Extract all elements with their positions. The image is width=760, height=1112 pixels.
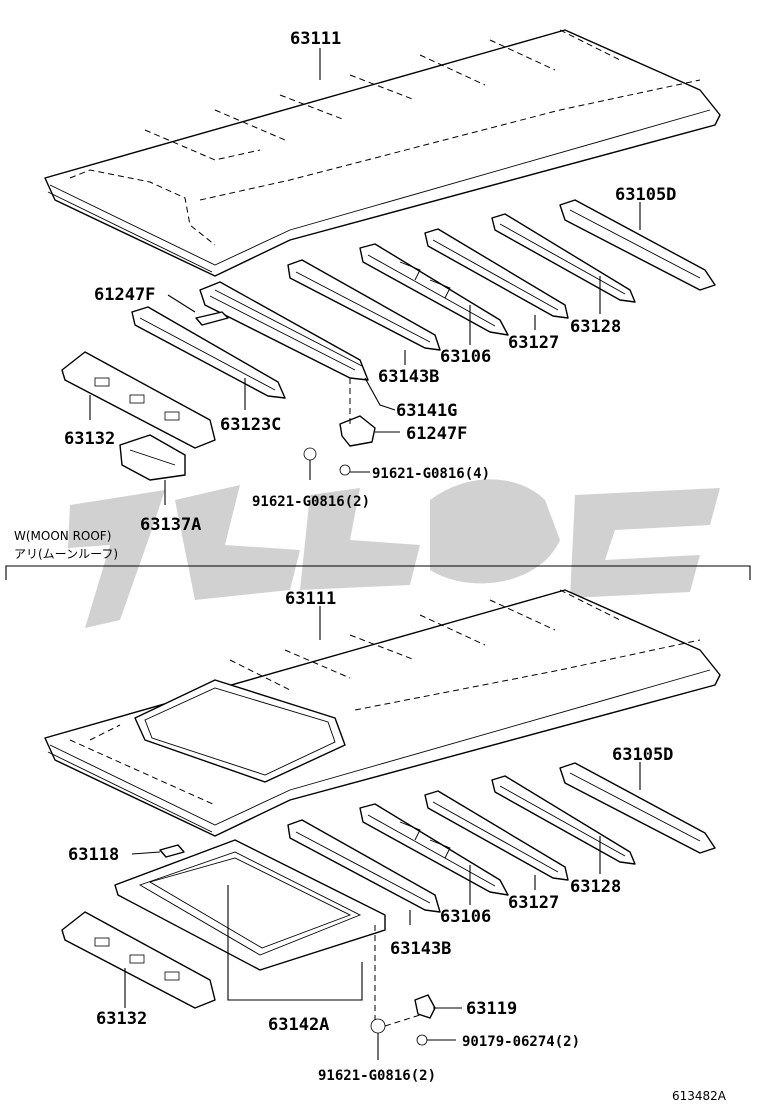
lower-bow-c	[424, 790, 569, 881]
lower-label-91621: 91621-G0816(2)	[318, 1068, 436, 1084]
upper-bolt-right	[339, 464, 351, 476]
lower-bracket	[414, 994, 436, 1019]
upper-label-61247f-top: 61247F	[94, 285, 155, 305]
upper-bow-c	[424, 228, 569, 319]
lower-label-63127: 63127	[508, 893, 559, 913]
lower-bow-a	[287, 819, 441, 913]
lower-nut	[416, 1034, 428, 1046]
upper-reinforcement	[199, 281, 369, 381]
upper-bracket-right	[339, 415, 376, 447]
section-divider	[5, 565, 751, 580]
lower-label-63132: 63132	[96, 1009, 147, 1029]
upper-label-63143b: 63143B	[378, 367, 439, 387]
lower-label-63128: 63128	[570, 877, 621, 897]
upper-label-63123c: 63123C	[220, 415, 281, 435]
lower-label-63119: 63119	[466, 999, 517, 1019]
upper-label-91621-2: 91621-G0816(2)	[252, 494, 370, 510]
upper-bolt-left	[303, 447, 317, 461]
upper-label-63141g: 63141G	[396, 401, 457, 421]
divider-note-jp: アリ(ムーンルーフ)	[14, 547, 118, 561]
divider-note-en: W(MOON ROOF)	[14, 529, 111, 543]
lower-label-63105d: 63105D	[612, 745, 673, 765]
upper-label-63137a: 63137A	[140, 515, 201, 535]
upper-label-91621-4: 91621-G0816(4)	[372, 466, 490, 482]
lower-label-63111: 63111	[285, 589, 336, 609]
upper-bracket-top	[195, 311, 229, 326]
upper-leaders	[89, 48, 641, 505]
lower-leaders	[124, 606, 641, 1060]
lower-clip	[159, 844, 185, 858]
upper-bracket-lower	[119, 434, 186, 481]
upper-roof-panel	[44, 29, 721, 277]
lower-label-63118: 63118	[68, 845, 119, 865]
upper-bow-rear	[559, 199, 716, 291]
lower-roof-panel	[44, 589, 721, 837]
upper-label-63105d: 63105D	[615, 185, 676, 205]
watermark-logo	[68, 479, 720, 628]
upper-label-63128: 63128	[570, 317, 621, 337]
diagram-id: 613482A	[672, 1089, 727, 1103]
upper-label-63127: 63127	[508, 333, 559, 353]
upper-bow-d	[491, 213, 636, 303]
upper-bow-a	[287, 259, 441, 351]
upper-label-63132: 63132	[64, 429, 115, 449]
lower-label-63142a: 63142A	[268, 1015, 329, 1035]
lower-bow-d	[491, 775, 636, 865]
upper-label-61247f-right: 61247F	[406, 424, 467, 444]
lower-bow-rear	[559, 762, 716, 854]
lower-label-63143b: 63143B	[390, 939, 451, 959]
lower-label-63106: 63106	[440, 907, 491, 927]
lower-bow-b	[359, 803, 509, 896]
upper-label-63106: 63106	[440, 347, 491, 367]
lower-bolt	[370, 1018, 386, 1034]
upper-bow-b	[359, 243, 509, 336]
lower-front-panel	[61, 911, 216, 1009]
lower-label-90179: 90179-06274(2)	[462, 1034, 580, 1050]
upper-header-front	[131, 306, 286, 399]
lower-frame	[114, 839, 386, 971]
upper-label-63111: 63111	[290, 29, 341, 49]
upper-front-panel	[61, 351, 216, 449]
